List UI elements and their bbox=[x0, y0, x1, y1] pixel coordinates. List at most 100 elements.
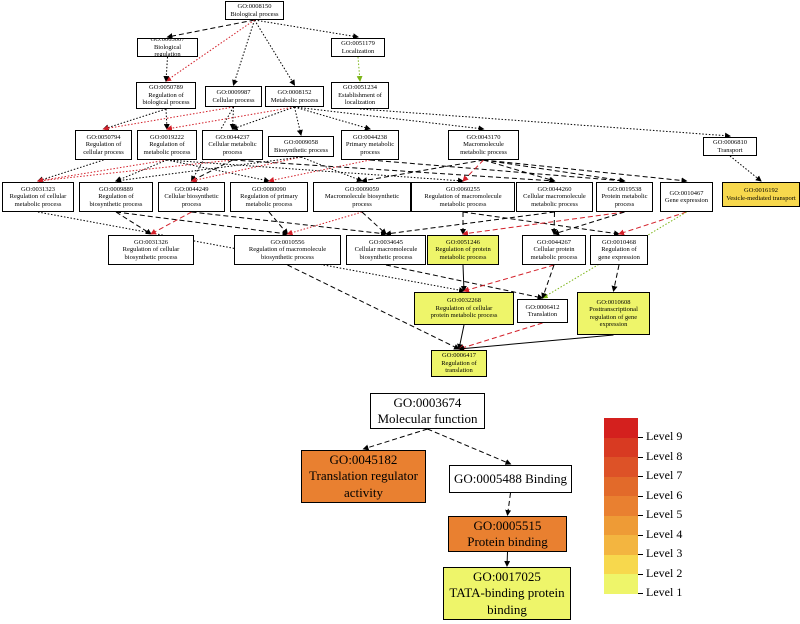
graph-edge bbox=[361, 159, 484, 184]
graph-edge bbox=[37, 159, 104, 183]
go-term-line: GO:0051179 bbox=[341, 40, 375, 48]
go-term-line: activity bbox=[343, 484, 383, 500]
go-term-line: Metabolic process bbox=[270, 96, 319, 104]
graph-edge bbox=[551, 211, 558, 235]
graph-edge bbox=[286, 211, 363, 236]
graph-edge bbox=[458, 334, 614, 352]
go-term-line: GO:0080090 bbox=[252, 185, 286, 193]
go-term-line: process bbox=[352, 200, 372, 208]
graph-edge bbox=[268, 211, 289, 235]
graph-edge bbox=[458, 322, 543, 351]
legend-label: Level 9 bbox=[646, 429, 683, 443]
go-term-line: metabolic process bbox=[439, 253, 487, 261]
go-term-line: Regulation of bbox=[148, 91, 184, 99]
go-term-line: translation bbox=[445, 367, 473, 375]
go-term-line: GO:0043170 bbox=[466, 133, 501, 141]
go-term-line: Establishment of bbox=[338, 91, 382, 99]
graph-edge bbox=[115, 211, 289, 237]
graph-edge bbox=[359, 108, 731, 139]
go-term-line: biosynthetic process bbox=[261, 253, 314, 261]
graph-edge bbox=[37, 211, 465, 294]
graph-edge bbox=[385, 264, 544, 300]
go-term-line: Regulation of bbox=[149, 141, 185, 149]
go-term-line: Transport bbox=[717, 146, 743, 154]
go-term-line: Protein binding bbox=[467, 534, 548, 549]
go-term-line: Cellular protein bbox=[533, 246, 575, 254]
go-term-line: GO:0003674 bbox=[393, 394, 462, 410]
go-term-line: Regulation of bbox=[85, 141, 122, 149]
graph-edge bbox=[102, 108, 167, 131]
legend-label: Level 8 bbox=[646, 448, 683, 463]
graph-edge bbox=[115, 159, 168, 182]
legend-label: Level 7 bbox=[646, 468, 683, 482]
go-term-line: Translation bbox=[527, 311, 558, 318]
go-term-line: GO:0006412 bbox=[525, 303, 560, 311]
go-term-line: Regulation of macromolecule bbox=[248, 246, 327, 254]
graph-edge bbox=[300, 156, 363, 182]
legend-tick bbox=[638, 495, 643, 497]
go-term-line: Cellular process bbox=[212, 96, 255, 104]
go-term-line: metabolic process bbox=[530, 253, 578, 261]
go-term-line: Cellular metabolic bbox=[208, 141, 257, 149]
graph-edge bbox=[729, 155, 762, 182]
go-term-line: GO:0009058 bbox=[284, 139, 318, 147]
graph-edge bbox=[166, 19, 255, 39]
go-term-line: regulation of gene bbox=[589, 313, 638, 321]
legend-tick bbox=[638, 515, 643, 516]
go-term-line: GO:0044267 bbox=[537, 238, 571, 246]
graph-edge bbox=[115, 211, 152, 235]
graph-edge bbox=[163, 56, 170, 82]
go-term-line: Primary metabolic bbox=[345, 141, 395, 149]
graph-edge bbox=[294, 106, 485, 132]
go-term-line: Biosynthetic process bbox=[274, 146, 328, 154]
go-term-line: biosynthetic process bbox=[89, 200, 143, 208]
go-term-line: Regulation of primary bbox=[240, 193, 298, 201]
legend-swatch bbox=[604, 554, 638, 574]
graph-edge bbox=[254, 19, 296, 86]
go-term-line: Localization bbox=[341, 47, 375, 55]
graph-edge bbox=[460, 264, 467, 292]
go-term-line: metabolic process bbox=[460, 148, 507, 156]
graph-edge bbox=[462, 211, 620, 237]
graph-edge bbox=[268, 159, 371, 183]
go-term-line: GO:0031326 bbox=[134, 238, 168, 246]
go-term-line: process bbox=[360, 148, 380, 156]
go-term-line: GO:0065007 bbox=[150, 38, 185, 44]
go-term-line: Gene expression bbox=[664, 197, 709, 204]
go-term-line: GO:0010556 bbox=[270, 238, 305, 246]
go-term-line: Regulation of bbox=[601, 246, 637, 254]
go-term-line: Molecular function bbox=[377, 411, 478, 426]
go-term-line: TATA-binding protein bbox=[449, 585, 565, 601]
go-term-line: GO:0009987 bbox=[216, 89, 251, 97]
go-term-line: GO:0044260 bbox=[537, 185, 572, 193]
go-term-line: Posttranscriptional bbox=[589, 306, 638, 314]
graph-edge bbox=[232, 19, 255, 86]
go-term-line: GO:0044237 bbox=[215, 133, 250, 141]
go-term-line: Regulation of cellular bbox=[122, 246, 180, 254]
